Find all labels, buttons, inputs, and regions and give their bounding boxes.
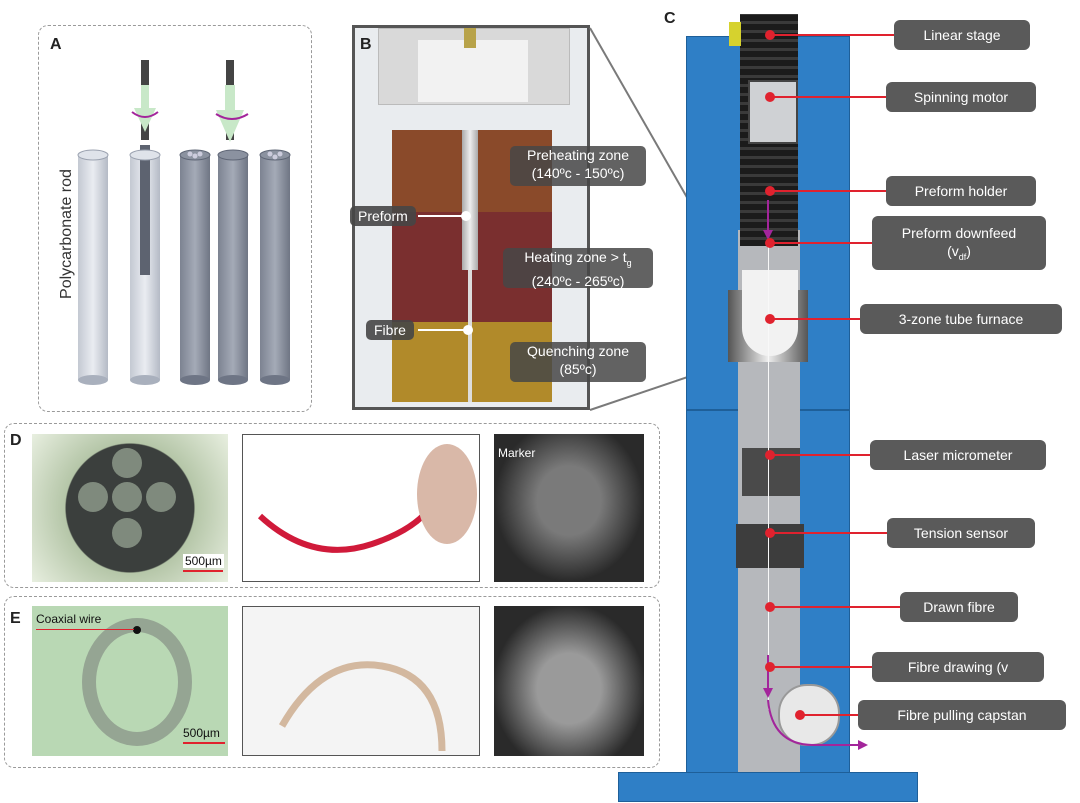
preform-body [462,130,478,270]
callout-pointer-dot [765,92,775,102]
panel-a-letter: A [50,36,62,53]
callout-linear-stage: Linear stage [894,20,1030,50]
drilled-multi-hole-rod [215,60,249,385]
panel-a-frame [38,25,312,412]
d-scale-bar [183,570,223,572]
d-scale-label: 500µm [183,554,224,568]
multi-hole-rod [179,149,211,385]
preheating-zone-label: Preheating zone (140ºc - 150ºc) [510,146,646,186]
e-mri-image [494,606,644,756]
furnace-top-step [418,40,528,102]
callout-laser-micrometer: Laser micrometer [870,440,1046,470]
callout-preform-downfeed: Preform downfeed(vdf) [872,216,1046,270]
motor-box [748,80,798,144]
callout-3-zone-tube-furnace: 3-zone tube furnace [860,304,1062,334]
fibre-line [468,270,472,402]
panel-d-frame [4,423,660,588]
panel-c-letter: C [664,10,676,27]
callout-fibre-drawing-v: Fibre drawing (v [872,652,1044,682]
callout-spinning-motor: Spinning motor [886,82,1036,112]
polycarbonate-rod [77,149,109,385]
callout-tension-sensor: Tension sensor [887,518,1035,548]
drawn-fibre-line [768,240,769,710]
callout-pointer-dot [765,186,775,196]
d-red-fibre [257,444,477,553]
callout-drawn-fibre: Drawn fibre [900,592,1018,622]
callout-pointer-dot [765,30,775,40]
callout-pointer-dot [765,450,775,460]
panel-d-letter: D [10,432,22,449]
stage-yellow-cap [729,22,741,46]
d-channel-left [78,482,108,512]
callout-fibre-pulling-capstan: Fibre pulling capstan [858,700,1066,730]
callout-pointer-dot [765,314,775,324]
callout-pointer-dot [795,710,805,720]
callout-pointer-dot [765,238,775,248]
fibre-pointer-dot [463,325,473,335]
e-scale-label: 500µm [183,726,220,740]
furnace-cone [742,270,798,356]
d-channel-top [112,448,142,478]
e-clear-fibre [278,661,446,752]
quenching-zone-label: Quenching zone (85ºc) [510,342,646,382]
callout-pointer-dot [765,602,775,612]
fibre-label: Fibre [366,320,414,340]
panel-e-letter: E [10,610,21,627]
preform-rod-top [464,28,476,48]
final-rod [259,149,291,385]
preform-label: Preform [350,206,416,226]
e-scale-bar [183,742,225,744]
d-channel-right [146,482,176,512]
preform-pointer [418,215,466,217]
drilled-rod [129,60,161,385]
d-channel-bottom [112,518,142,548]
panel-e-frame [4,596,660,768]
e-coax-label: Coaxial wire [36,612,102,626]
callout-pointer-dot [765,662,775,672]
callout-pointer-dot [765,528,775,538]
e-coax-pointer [36,629,134,630]
d-channel-center [112,482,142,512]
fibre-pointer [418,329,468,331]
panel-a-rods-illustration [77,60,291,385]
d-marker-label: Marker [498,446,536,460]
callout-preform-holder: Preform holder [886,176,1036,206]
panel-b-letter: B [360,36,372,53]
d-mri-image [494,434,644,582]
frame-base [618,772,918,802]
heating-zone-label: Heating zone > tg (240ºc - 265ºc) [503,248,653,289]
preform-pointer-dot [461,211,471,221]
e-coax-wire-dot [133,626,141,634]
